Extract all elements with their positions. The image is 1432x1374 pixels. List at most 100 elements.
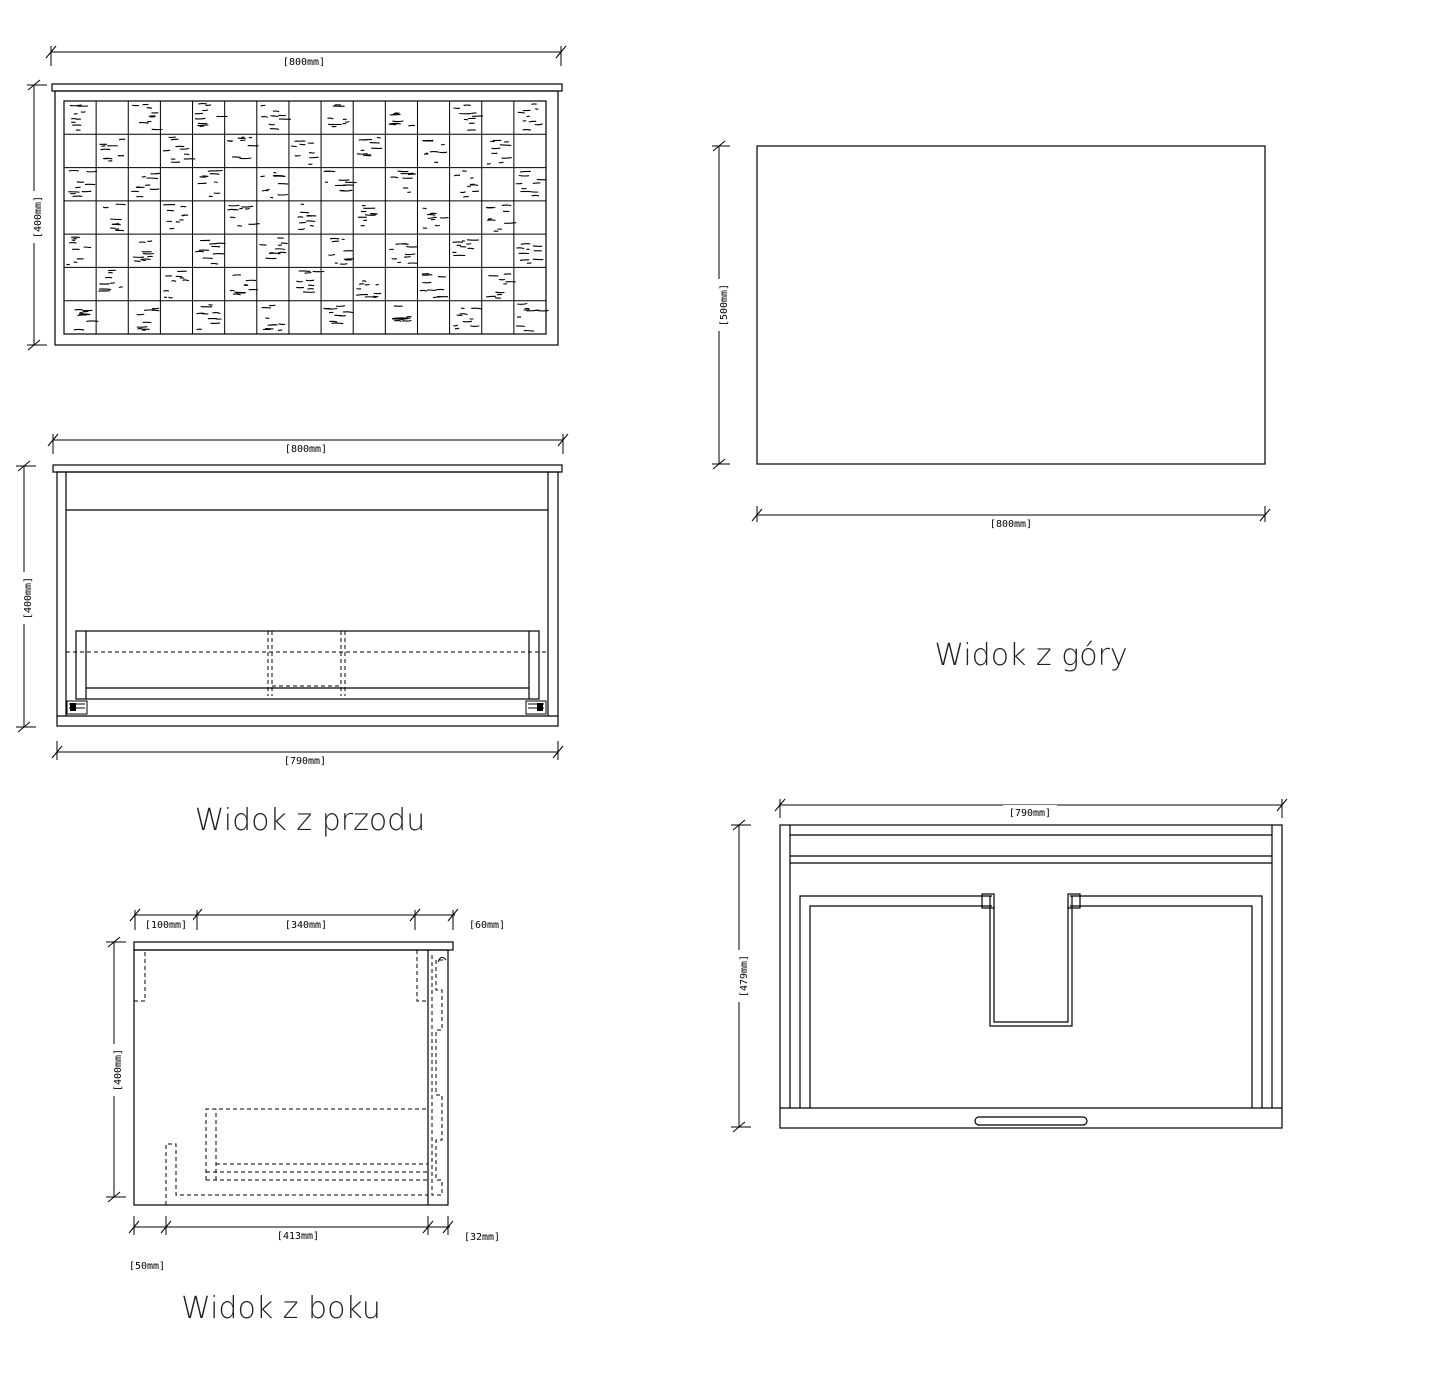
wood-grain-stroke (356, 294, 369, 296)
wood-grain-stroke (274, 248, 286, 251)
wood-grain-stroke (304, 271, 312, 274)
wood-grain-stroke (517, 111, 525, 114)
wood-grain-stroke (141, 175, 146, 178)
wood-grain-stroke (534, 108, 539, 110)
wood-grain-stroke (372, 295, 379, 298)
wood-grain-stroke (342, 311, 354, 314)
wood-grain-stroke (406, 316, 412, 318)
wood-grain-stroke (202, 175, 209, 177)
wood-grain-stroke (248, 223, 260, 225)
wood-grain-stroke (212, 253, 225, 255)
wood-grain-stroke (363, 154, 372, 157)
wood-grain-stroke (163, 290, 170, 292)
wood-grain-stroke (73, 328, 85, 331)
wood-grain-stroke (268, 304, 276, 307)
facade-height-label: [400mm] (33, 196, 44, 238)
wood-grain-stroke (197, 124, 209, 127)
front-height-label: [400mm] (23, 577, 34, 619)
wood-grain-stroke (179, 147, 190, 150)
wood-grain-stroke (151, 309, 160, 312)
front-body (56, 471, 559, 727)
wood-grain-stroke (343, 258, 354, 260)
wood-grain-stroke (240, 139, 246, 142)
wood-grain-stroke (168, 296, 173, 299)
wood-grain-stroke (419, 289, 428, 292)
wood-grain-stroke (422, 274, 433, 276)
wood-grain-stroke (209, 243, 217, 245)
wood-grain-stroke (151, 307, 160, 310)
wood-grain-stroke (434, 161, 439, 164)
wood-grain-stroke (334, 262, 339, 264)
wood-grain-stroke (194, 117, 206, 120)
wood-grain-stroke (532, 182, 541, 185)
top-view: [500mm] [800mm] Widok z góry (712, 140, 1271, 673)
countertop (51, 83, 563, 92)
dimension-front-height: [400mm] (16, 460, 36, 733)
wood-grain-stroke (205, 104, 212, 106)
wood-grain-stroke (182, 279, 190, 282)
wood-grain-stroke (179, 277, 185, 279)
wood-grain-stroke (73, 261, 78, 264)
dimension-side-top: [100mm] [340mm] [60mm] (129, 908, 512, 931)
wood-grain-stroke (86, 170, 98, 173)
wood-grain-stroke (309, 156, 319, 159)
drawer-width-label: [790mm] (1009, 808, 1051, 819)
wood-grain-stroke (261, 189, 269, 192)
wood-grain-stroke (111, 223, 121, 226)
wood-grain-stroke (356, 153, 368, 155)
wood-grain-stroke (118, 286, 123, 289)
wood-grain-stroke (245, 279, 257, 282)
wood-grain-stroke (534, 123, 543, 126)
side-top-c-label: [60mm] (469, 920, 505, 931)
side-bottom-b-label: [32mm] (464, 1232, 500, 1243)
wood-grain-stroke (306, 214, 313, 217)
dimension-facade-width: [800mm] (45, 45, 567, 68)
wood-grain-stroke (180, 205, 187, 208)
wood-grain-stroke (306, 220, 316, 223)
wood-grain-stroke (244, 207, 250, 210)
wood-grain-stroke (268, 123, 275, 126)
wood-grain-stroke (471, 112, 477, 114)
front-view: [800mm] [400mm] [790mm] (16, 433, 569, 838)
wood-grain-stroke (81, 190, 92, 193)
wood-grain-stroke (83, 246, 92, 249)
wood-grain-stroke (339, 263, 348, 265)
wood-grain-stroke (459, 313, 468, 316)
wood-grain-stroke (344, 121, 350, 123)
wood-grain-stroke (325, 307, 338, 310)
wood-grain-stroke (69, 104, 82, 107)
dimension-front-width: [800mm] (47, 433, 569, 455)
wood-grain-stroke (265, 317, 270, 319)
front-width-label: [800mm] (285, 444, 327, 455)
wood-grain-stroke (277, 251, 287, 254)
wood-grain-stroke (331, 240, 339, 243)
dimension-top-width: [800mm] (751, 506, 1271, 530)
wood-grain-stroke (404, 253, 416, 256)
wood-grain-stroke (403, 172, 414, 175)
wood-grain-stroke (118, 138, 126, 141)
side-body (133, 949, 449, 1206)
wood-grain-stroke (199, 125, 205, 128)
wood-grain-stroke (361, 280, 367, 283)
side-top-a-label: [100mm] (145, 920, 187, 931)
wood-grain-stroke (394, 320, 402, 322)
wood-grain-stroke (80, 111, 86, 113)
wood-grain-stroke (516, 247, 525, 250)
wood-grain-stroke (73, 112, 78, 115)
dimension-drawer-width: [790mm] (774, 798, 1288, 819)
wood-grain-stroke (277, 329, 283, 331)
wood-grain-stroke (202, 109, 209, 112)
wood-grain-stroke (520, 243, 531, 245)
side-top-b-label: [340mm] (285, 920, 327, 931)
wood-grain-stroke (102, 206, 109, 209)
wood-grain-stroke (181, 214, 189, 217)
wood-grain-stroke (308, 284, 315, 287)
wood-grain-stroke (519, 259, 530, 261)
dimension-top-depth: [500mm] (712, 140, 730, 470)
wood-grain-stroke (498, 161, 504, 164)
side-view-caption: Widok z boku (181, 1291, 381, 1326)
wood-grain-stroke (376, 136, 381, 139)
dimension-side-height: [400mm] (106, 936, 126, 1203)
wood-grain-stroke (277, 183, 289, 185)
wood-grain-stroke (358, 283, 365, 285)
